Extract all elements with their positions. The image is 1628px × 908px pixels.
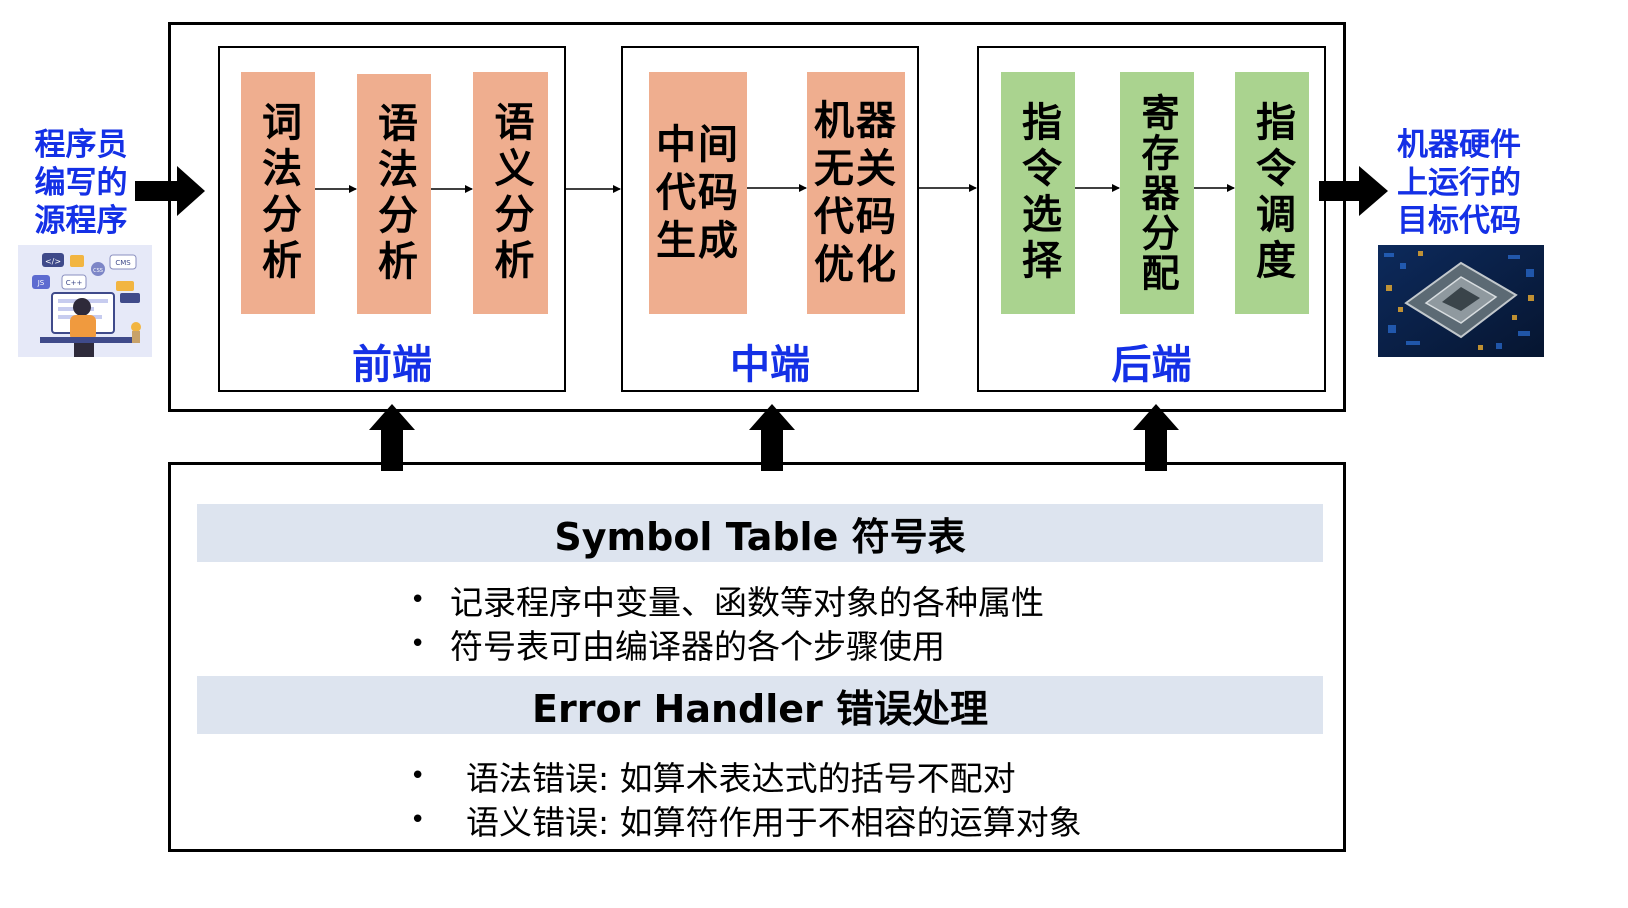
svg-text:CMS: CMS — [115, 259, 131, 267]
bullet-icon: • — [410, 629, 426, 659]
symbol-table-bullet-1: • 记录程序中变量、函数等对象的各种属性 — [410, 578, 1310, 622]
error-handler-bullet-2: • 语义错误: 如算符作用于不相容的运算对象 — [410, 798, 1310, 842]
cpu-chip-illustration — [1378, 245, 1544, 357]
error-handler-bullet-1: • 语法错误: 如算术表达式的括号不配对 — [410, 754, 1310, 798]
middle-label: 中端 — [730, 342, 810, 388]
instruction-scheduling-step: 指令调度 — [1235, 72, 1309, 314]
svg-text:</>: </> — [45, 257, 61, 266]
semantic-analysis-label: 语义分析 — [487, 101, 534, 285]
syntax-analysis-label: 语法分析 — [371, 102, 417, 286]
symbol-table-bullet-text: 记录程序中变量、函数等对象的各种属性 — [450, 583, 1044, 622]
symbol-table-bullet-2: • 符号表可由编译器的各个步骤使用 — [410, 622, 1310, 666]
instruction-selection-step: 指令选择 — [1001, 72, 1075, 314]
register-allocation-label: 寄存器分配 — [1135, 93, 1179, 293]
backend-label: 后端 — [1111, 342, 1192, 388]
machine-independent-optimization-label: 机器 无关 代码 优化 — [814, 98, 898, 288]
symbol-table-bullet-text: 符号表可由编译器的各个步骤使用 — [450, 627, 945, 666]
lexical-analysis-step: 词法分析 — [241, 72, 315, 314]
error-handler-title: Error Handler 错误处理 — [197, 676, 1323, 734]
up-arrow-backend — [1133, 404, 1179, 471]
error-handler-bullet-text: 语义错误: 如算符作用于不相容的运算对象 — [466, 803, 1082, 842]
semantic-analysis-step: 语义分析 — [473, 72, 548, 314]
lexical-analysis-label: 词法分析 — [255, 101, 301, 285]
ir-generation-step: 中间 代码 生成 — [649, 72, 747, 314]
source-program-label: 程序员 编写的 源程序 — [34, 127, 128, 239]
up-arrow-middle — [749, 404, 795, 471]
bullet-icon: • — [410, 761, 426, 791]
frontend-label: 前端 — [352, 342, 432, 388]
svg-text:C++: C++ — [66, 279, 83, 287]
up-arrow-frontend — [369, 404, 415, 471]
register-allocation-step: 寄存器分配 — [1120, 72, 1194, 314]
bullet-icon: • — [410, 805, 426, 835]
instruction-scheduling-label: 指令调度 — [1249, 101, 1295, 285]
instruction-selection-label: 指令选择 — [1015, 101, 1061, 285]
machine-independent-optimization-step: 机器 无关 代码 优化 — [807, 72, 905, 314]
error-handler-bullet-text: 语法错误: 如算术表达式的括号不配对 — [466, 759, 1016, 798]
ir-generation-label: 中间 代码 生成 — [656, 122, 740, 264]
target-code-label: 机器硬件 上运行的 目标代码 — [1397, 127, 1521, 239]
programmer-illustration: </> CMS CSS JS C++ — [18, 245, 152, 357]
symbol-table-title: Symbol Table 符号表 — [197, 504, 1323, 562]
bullet-icon: • — [410, 585, 426, 615]
svg-text:CSS: CSS — [93, 268, 103, 274]
svg-text:JS: JS — [37, 279, 45, 287]
syntax-analysis-step: 语法分析 — [357, 74, 431, 314]
